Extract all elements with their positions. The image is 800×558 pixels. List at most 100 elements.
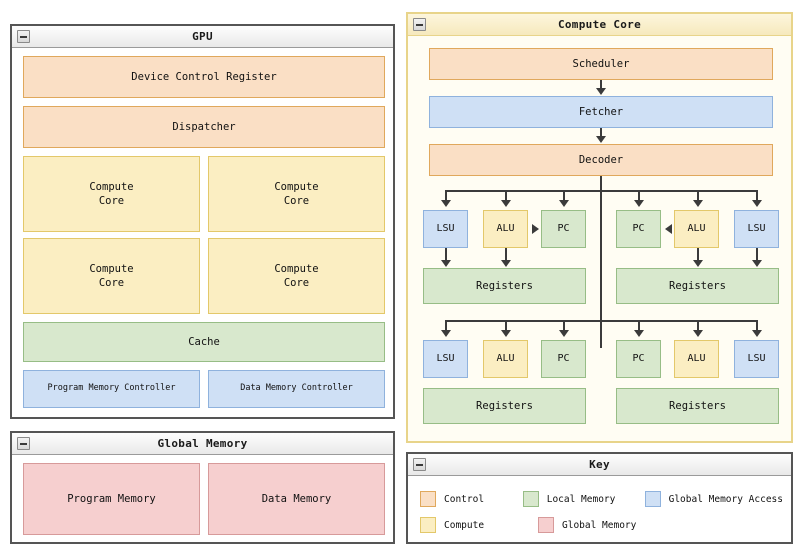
key-panel-title: Key	[589, 458, 610, 471]
dispatch-bus-row1	[445, 190, 757, 192]
lsu-block-row2-left[interactable]: LSU	[423, 340, 468, 378]
fetcher-to-decoder-line	[600, 128, 602, 138]
dispatch-arrow-row2-2	[501, 330, 511, 337]
gpu-panel-title: GPU	[192, 30, 213, 43]
dispatch-arrow-row2-1	[441, 330, 451, 337]
lsu-to-registers-line-row1-left	[445, 248, 447, 262]
compute-core-block-3[interactable]: Compute Core	[23, 238, 200, 314]
dispatch-bus-row1-stem-2	[505, 190, 507, 202]
compute-core-block-1[interactable]: Compute Core	[23, 156, 200, 232]
key-label-global-memory-access: Global Memory Access	[668, 493, 783, 505]
alu-to-registers-arrow-row1-left	[501, 260, 511, 267]
control-swatch-icon	[420, 491, 436, 507]
compute-core-panel-title: Compute Core	[557, 18, 642, 31]
collapse-minus-icon[interactable]	[413, 458, 426, 471]
compute-core-block-4[interactable]: Compute Core	[208, 238, 385, 314]
program-memory-controller-block[interactable]: Program Memory Controller	[23, 370, 200, 408]
key-panel-header: Key	[408, 454, 791, 476]
alu-to-registers-line-row1-right	[697, 248, 699, 262]
device-control-register-block[interactable]: Device Control Register	[23, 56, 385, 98]
global-memory-panel: Global Memory Program Memory Data Memory	[10, 431, 395, 544]
collapse-minus-icon[interactable]	[17, 437, 30, 450]
dispatch-arrow-row2-3	[559, 330, 569, 337]
alu-block-row2-right[interactable]: ALU	[674, 340, 719, 378]
scheduler-to-fetcher-line	[600, 80, 602, 90]
dispatch-bus-row2	[445, 320, 757, 322]
fetcher-to-decoder-arrow	[596, 136, 606, 143]
dispatch-bus-row2-stem-5	[697, 320, 699, 332]
compute-swatch-icon	[420, 517, 436, 533]
key-entry-global-memory-access: Global Memory Access	[644, 491, 783, 507]
lsu-block-row2-right[interactable]: LSU	[734, 340, 779, 378]
lsu-to-registers-arrow-row1-right	[752, 260, 762, 267]
registers-block-row2-left[interactable]: Registers	[423, 388, 586, 424]
dispatch-bus-row1-stem-5	[697, 190, 699, 202]
alu-block-row1-left[interactable]: ALU	[483, 210, 528, 248]
dispatch-bus-row2-stem-2	[505, 320, 507, 332]
global-memory-swatch-icon	[538, 517, 554, 533]
dispatch-bus-row1-stem-3	[563, 190, 565, 202]
dispatch-bus-row2-stem-4	[638, 320, 640, 332]
dispatch-arrow-row2-5	[693, 330, 703, 337]
collapse-minus-icon[interactable]	[17, 30, 30, 43]
gpu-panel: GPU Device Control Register Dispatcher C…	[10, 24, 395, 419]
data-memory-controller-block[interactable]: Data Memory Controller	[208, 370, 385, 408]
dispatch-arrow-row1-3	[559, 200, 569, 207]
decoder-block[interactable]: Decoder	[429, 144, 773, 176]
lsu-block-row1-right[interactable]: LSU	[734, 210, 779, 248]
dispatcher-block[interactable]: Dispatcher	[23, 106, 385, 148]
key-panel: Key Control Local Memory Global Memory A…	[406, 452, 793, 544]
fetcher-block[interactable]: Fetcher	[429, 96, 773, 128]
gpu-panel-header: GPU	[12, 26, 393, 48]
alu-to-registers-line-row1-left	[505, 248, 507, 262]
key-entry-global-memory: Global Memory	[538, 517, 678, 533]
local-memory-swatch-icon	[522, 491, 539, 507]
program-memory-block[interactable]: Program Memory	[23, 463, 200, 535]
compute-core-block-2[interactable]: Compute Core	[208, 156, 385, 232]
alu-block-row2-left[interactable]: ALU	[483, 340, 528, 378]
key-legend-row-2: Compute Global Memory	[420, 512, 783, 538]
key-entry-control: Control	[420, 491, 523, 507]
dispatch-bus-row1-stem-4	[638, 190, 640, 202]
alu-block-row1-right[interactable]: ALU	[674, 210, 719, 248]
gpu-panel-body: Device Control Register Dispatcher Compu…	[12, 48, 393, 417]
lsu-to-registers-line-row1-right	[756, 248, 758, 262]
global-memory-panel-header: Global Memory	[12, 433, 393, 455]
thread-block-separator	[600, 176, 602, 348]
dispatch-bus-row2-stem-1	[445, 320, 447, 332]
dispatch-arrow-row1-5	[693, 200, 703, 207]
registers-block-row1-right[interactable]: Registers	[616, 268, 779, 304]
key-legend-row-1: Control Local Memory Global Memory Acces…	[420, 486, 783, 512]
key-entry-local-memory: Local Memory	[522, 491, 645, 507]
key-label-global-memory: Global Memory	[562, 519, 637, 531]
key-entry-compute: Compute	[420, 517, 538, 533]
dispatch-arrow-row1-4	[634, 200, 644, 207]
data-memory-block[interactable]: Data Memory	[208, 463, 385, 535]
compute-core-panel: Compute Core Scheduler Fetcher Decoder L…	[406, 12, 793, 443]
alu-to-pc-arrow-row1-right	[665, 224, 672, 234]
dispatch-arrow-row1-2	[501, 200, 511, 207]
dispatch-arrow-row2-6	[752, 330, 762, 337]
lsu-block-row1-left[interactable]: LSU	[423, 210, 468, 248]
alu-to-pc-arrow-row1-left	[532, 224, 539, 234]
cache-block[interactable]: Cache	[23, 322, 385, 362]
compute-core-panel-body: Scheduler Fetcher Decoder LSU ALU PC PC …	[408, 36, 791, 441]
dispatch-bus-row2-stem-3	[563, 320, 565, 332]
pc-block-row1-right[interactable]: PC	[616, 210, 661, 248]
dispatch-arrow-row1-1	[441, 200, 451, 207]
dispatch-bus-row1-stem-6	[756, 190, 758, 202]
key-label-control: Control	[444, 493, 485, 505]
registers-block-row2-right[interactable]: Registers	[616, 388, 779, 424]
pc-block-row2-right[interactable]: PC	[616, 340, 661, 378]
global-memory-panel-body: Program Memory Data Memory	[12, 455, 393, 542]
pc-block-row1-left[interactable]: PC	[541, 210, 586, 248]
registers-block-row1-left[interactable]: Registers	[423, 268, 586, 304]
compute-core-panel-header: Compute Core	[408, 14, 791, 36]
collapse-minus-icon[interactable]	[413, 18, 426, 31]
scheduler-to-fetcher-arrow	[596, 88, 606, 95]
key-label-compute: Compute	[444, 519, 485, 531]
dispatch-arrow-row2-4	[634, 330, 644, 337]
global-memory-access-swatch-icon	[644, 491, 661, 507]
scheduler-block[interactable]: Scheduler	[429, 48, 773, 80]
pc-block-row2-left[interactable]: PC	[541, 340, 586, 378]
